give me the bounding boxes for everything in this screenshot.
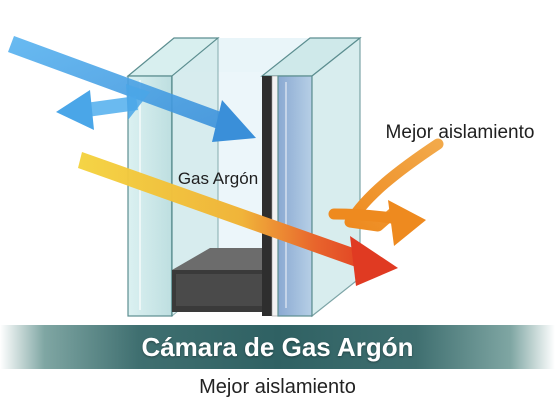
benefit-label: Mejor aislamiento [386, 122, 535, 143]
inner-glass-pane [260, 36, 362, 318]
sunlight-arrow [78, 152, 398, 286]
caption-title: Cámara de Gas Argón [141, 332, 414, 362]
gas-label: Gas Argón [178, 169, 258, 188]
incoming-light-arrow [8, 36, 256, 142]
reflected-light-arrow [56, 84, 150, 130]
retained-heat-arrow [328, 138, 444, 246]
caption-banner [0, 325, 555, 369]
caption-subtitle: Mejor aislamiento [199, 376, 356, 398]
